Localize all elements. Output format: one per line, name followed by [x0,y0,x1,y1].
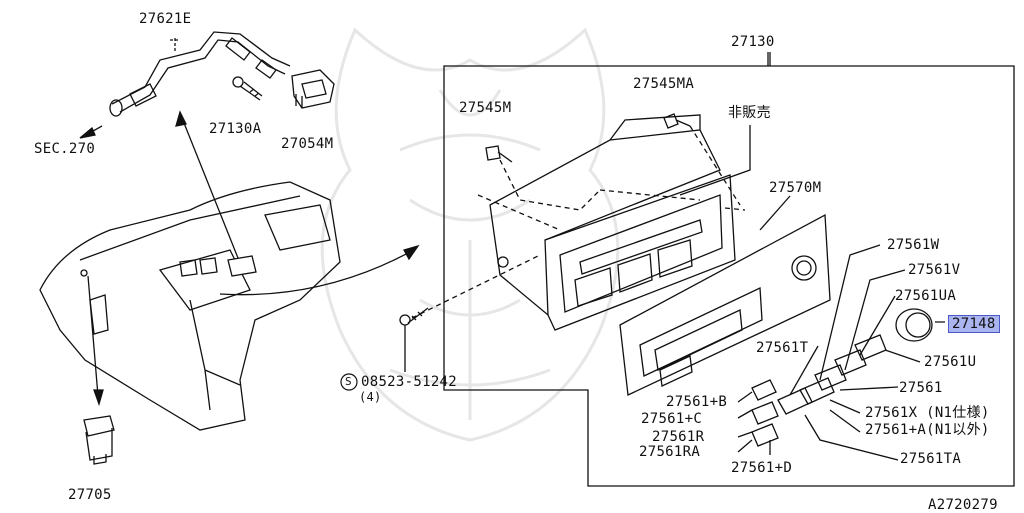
label-27561t: 27561T [756,340,809,356]
label-27561-plus-a: 27561+A(N1以外) [865,422,990,438]
label-screw-symbol: S [345,375,352,388]
dashboard-drawing [39,181,341,431]
label-27130: 27130 [731,34,775,50]
screw-08523-drawing [399,307,429,372]
assembly-frame [443,65,1015,487]
label-not-for-sale: 非販売 [728,105,771,121]
label-sec-270[interactable]: SEC.270 [34,141,96,157]
label-27561ta: 27561TA [900,451,962,467]
screw-27130a-drawing [232,76,263,101]
figure-code: A2720279 [928,497,998,513]
label-screw-qty: (4) [359,390,382,404]
finisher-drawing [619,213,831,396]
screw-symbol-circle [340,373,358,391]
hose-drawing [109,31,291,117]
screw-27545m-drawing [485,145,513,163]
aspirator-drawing [83,415,115,465]
label-27561v: 27561V [908,262,961,278]
label-27561w: 27561W [887,237,940,253]
buttons-drawing [751,308,933,447]
sensor-drawing [291,69,335,109]
label-27561x: 27561X (N1仕様) [865,405,990,421]
label-27561ua: 27561UA [895,288,957,304]
label-27545ma: 27545MA [633,76,695,92]
arrow-to-hose [181,117,239,259]
arrow-to-unit [219,251,411,296]
label-27561-plus-b: 27561+B [666,394,728,410]
label-27570m: 27570M [769,180,822,196]
label-27545m: 27545M [459,100,512,116]
label-27561u: 27561U [924,354,977,370]
label-27130a: 27130A [209,121,262,137]
label-27705: 27705 [68,487,112,503]
label-27621e: 27621E [139,11,192,27]
label-27561-plus-c: 27561+C [641,411,703,427]
label-27561-plus-d: 27561+D [731,460,793,476]
label-27148[interactable]: 27148 [948,315,1000,333]
label-27561r: 27561R [652,429,705,445]
screw-27545ma-drawing [663,113,691,129]
label-27054m: 27054M [281,136,334,152]
control-unit-drawing [489,114,736,331]
label-27561: 27561 [899,380,943,396]
arrow-to-aspirator [87,275,99,397]
label-27561ra: 27561RA [639,444,701,460]
label-08523-51242: 08523-51242 [361,374,458,390]
